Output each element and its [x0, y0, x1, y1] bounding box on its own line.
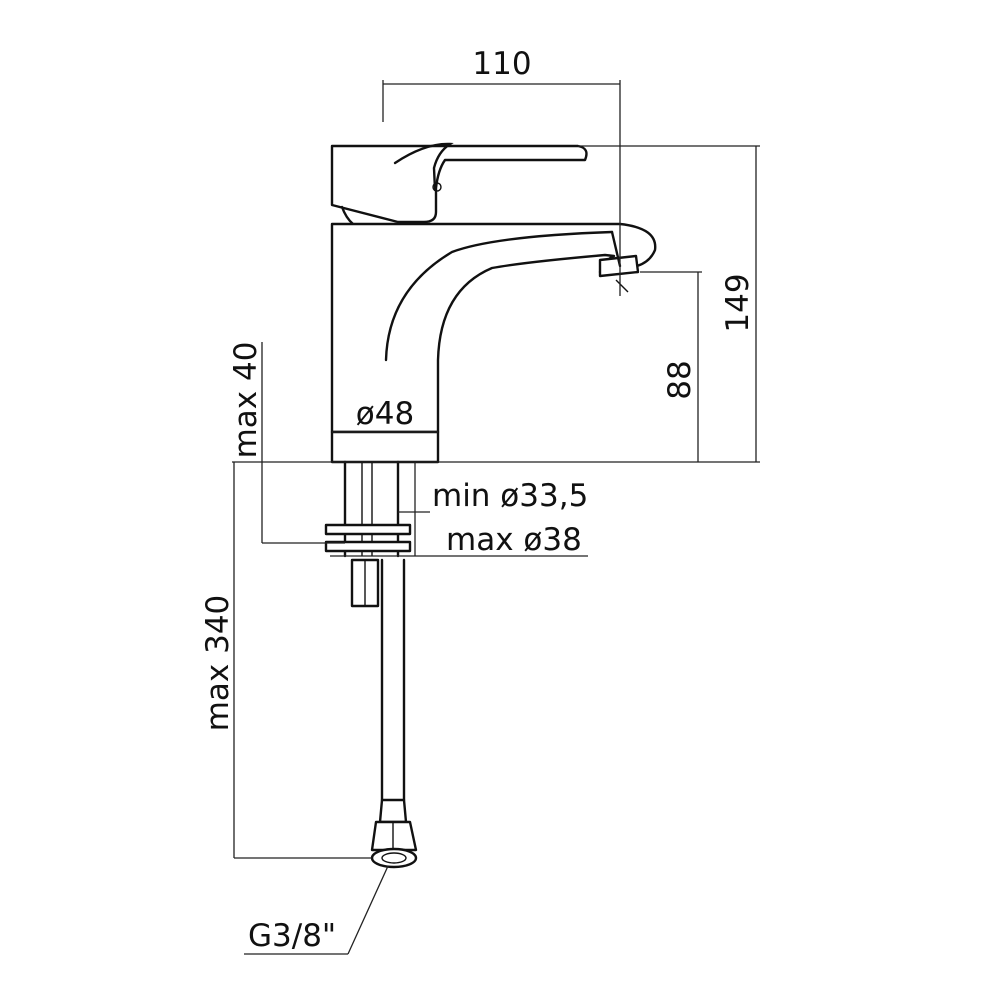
spout-tilt-mark	[615, 279, 629, 293]
spout-tip-line	[610, 230, 622, 268]
hose-ferrule	[378, 798, 408, 824]
mounting-assembly	[324, 460, 412, 608]
fixing-washer-bottom	[324, 540, 412, 553]
hose-connector-bore	[381, 852, 407, 864]
lever-screw	[432, 182, 442, 192]
dim-110-label: 110	[472, 46, 531, 82]
dim-diameter-48-label: ø48	[356, 396, 414, 432]
fixing-washer-top	[324, 523, 412, 536]
dim-149-label: 149	[720, 273, 756, 332]
dim-max-340-label: max 340	[200, 595, 236, 732]
dim-max-hole-label: max ø38	[446, 522, 582, 558]
faucet-body	[330, 142, 657, 464]
base-ring	[330, 430, 440, 464]
dim-88-label: 88	[662, 360, 698, 399]
hose-connector-face	[370, 847, 418, 869]
dim-min-hole-label: min ø33,5	[432, 478, 588, 514]
dimension-lines	[232, 80, 760, 955]
lever-handle	[330, 144, 588, 224]
thread-label: G3/8"	[248, 918, 336, 954]
dim-max-40-label: max 40	[228, 342, 264, 459]
hose-nut	[370, 820, 418, 852]
spout-inner-curve	[384, 230, 614, 362]
lever-handle-detail	[393, 142, 454, 192]
body-spout	[330, 222, 657, 434]
